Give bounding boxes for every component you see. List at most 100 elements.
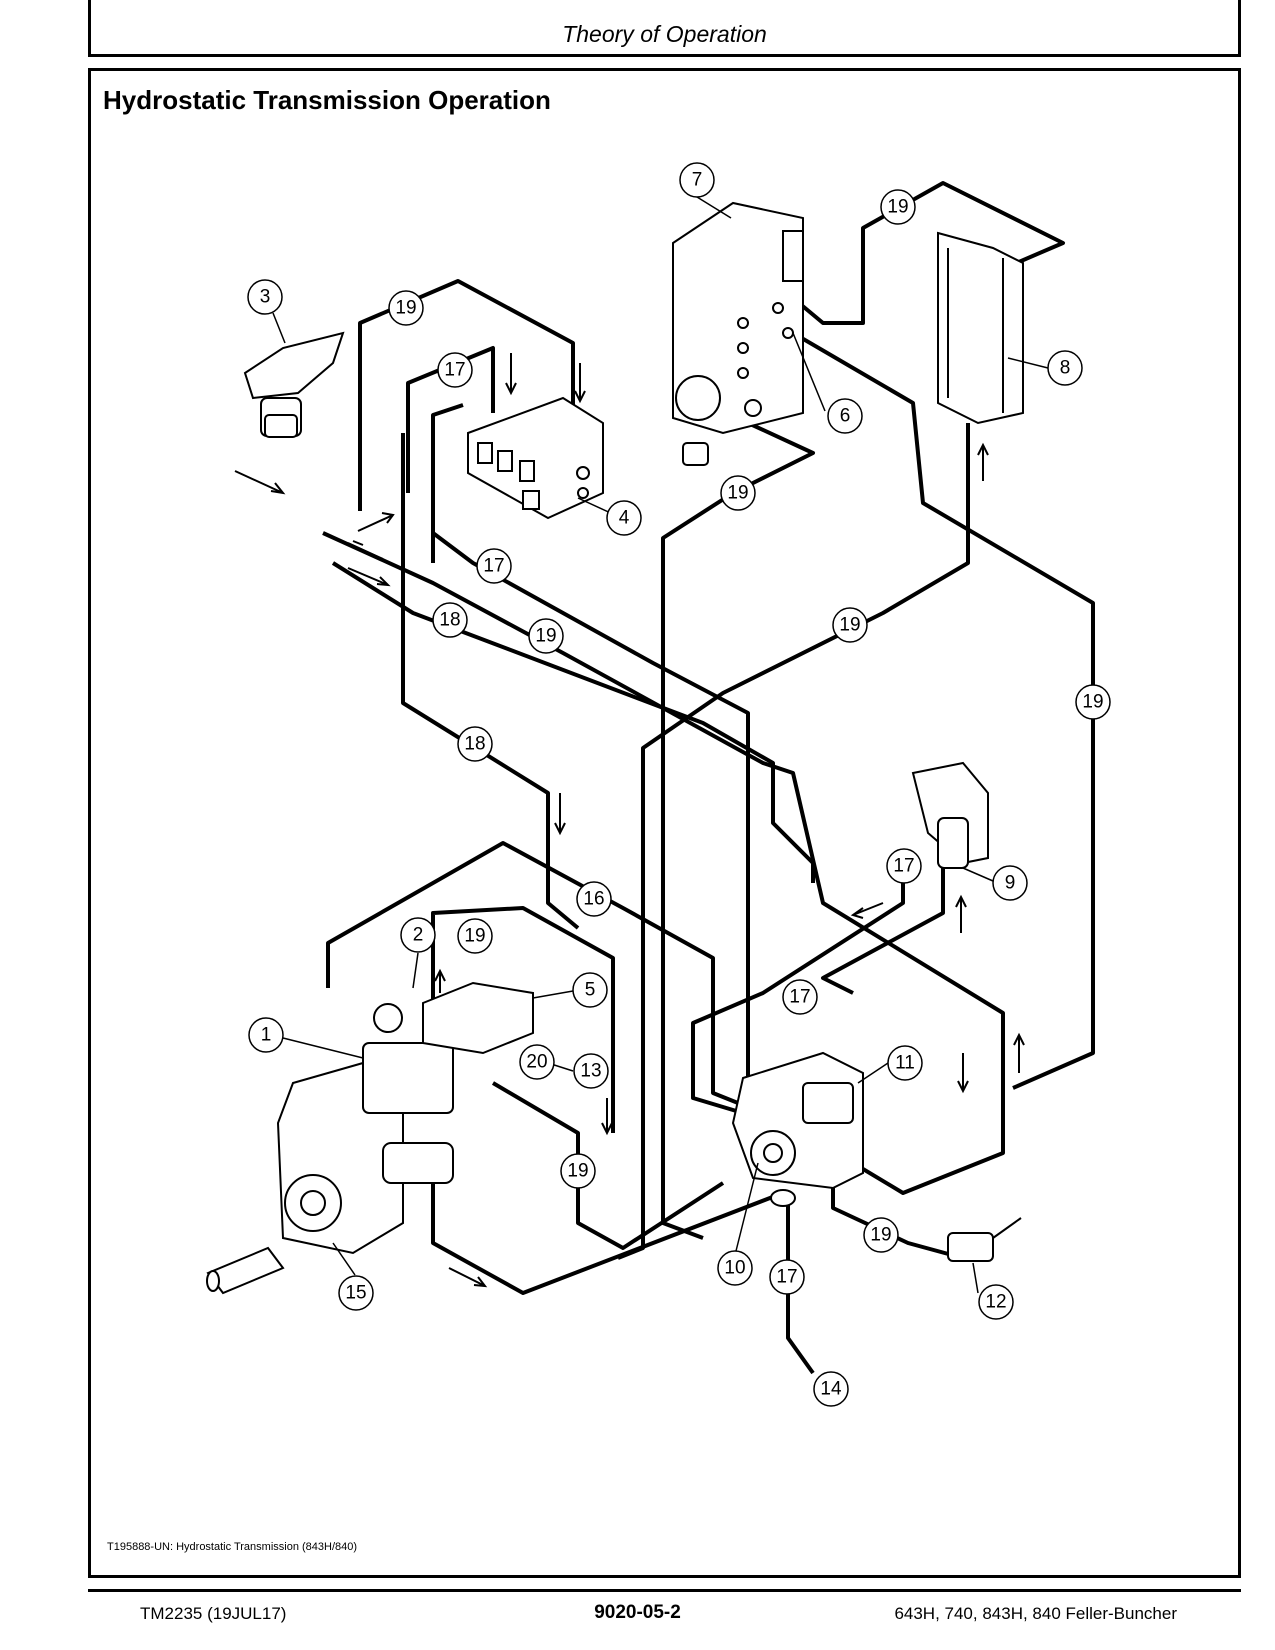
charge-filter-9 — [911, 761, 989, 869]
svg-text:18: 18 — [464, 734, 485, 755]
callout-17: 17 — [782, 979, 818, 1015]
callout-16: 16 — [576, 881, 612, 917]
callout-19: 19 — [880, 189, 916, 225]
callout-20: 20 — [519, 1044, 555, 1080]
svg-text:13: 13 — [580, 1061, 601, 1082]
svg-text:15: 15 — [345, 1283, 366, 1304]
line-17-filter — [691, 883, 905, 1115]
line-19-13 — [491, 1081, 725, 1250]
svg-text:11: 11 — [895, 1053, 915, 1074]
hydrostatic-pump-11 — [731, 1051, 864, 1207]
callout-17: 17 — [886, 848, 922, 884]
svg-text:20: 20 — [526, 1052, 547, 1073]
svg-text:19: 19 — [395, 298, 416, 319]
callout-13: 13 — [573, 1053, 609, 1089]
svg-text:17: 17 — [444, 360, 465, 381]
callout-19: 19 — [863, 1217, 899, 1253]
figure-frame: Hydrostatic Transmission Operation — [88, 68, 1241, 1578]
callout-19: 19 — [457, 918, 493, 954]
svg-text:6: 6 — [840, 406, 851, 427]
line-19-pedal — [358, 279, 575, 511]
callout-14: 14 — [813, 1371, 849, 1407]
callout-6: 6 — [827, 398, 863, 434]
travel-pedal-3 — [243, 331, 345, 438]
callout-19: 19 — [528, 618, 564, 654]
components — [206, 201, 1024, 1295]
callout-15: 15 — [338, 1275, 374, 1311]
callout-3: 3 — [247, 279, 283, 315]
svg-text:4: 4 — [619, 508, 630, 529]
callout-2: 2 — [400, 917, 436, 953]
callout-12: 12 — [978, 1284, 1014, 1320]
svg-text:19: 19 — [870, 1225, 891, 1246]
section-title: Theory of Operation — [562, 21, 767, 47]
line-17-valve — [431, 403, 464, 563]
svg-text:14: 14 — [820, 1379, 842, 1400]
callout-18: 18 — [432, 602, 468, 638]
footer-models: 643H, 740, 843H, 840 Feller-Buncher — [894, 1604, 1177, 1623]
callout-19: 19 — [1075, 684, 1111, 720]
solenoid-12 — [947, 1217, 1022, 1262]
svg-text:19: 19 — [567, 1161, 588, 1182]
callout-4: 4 — [606, 500, 642, 536]
line-19-cooler — [791, 331, 1095, 1090]
callout-19: 19 — [560, 1153, 596, 1189]
callout-8: 8 — [1047, 350, 1083, 386]
callout-17: 17 — [476, 548, 512, 584]
line-19-12 — [831, 1173, 964, 1260]
svg-text:10: 10 — [724, 1258, 745, 1279]
callout-17: 17 — [437, 352, 473, 388]
svg-text:19: 19 — [727, 483, 748, 504]
line-19-tank — [661, 421, 815, 1240]
svg-text:2: 2 — [413, 925, 424, 946]
svg-text:5: 5 — [585, 980, 596, 1001]
svg-text:19: 19 — [887, 197, 908, 218]
hydraulic-schematic: 1 2 3 4 5 6 7 8 9 10 11 12 13 14 15 16 1… — [206, 162, 1111, 1407]
footer-rule — [88, 1589, 1241, 1592]
svg-text:19: 19 — [464, 926, 485, 947]
control-valve-4 — [467, 396, 604, 520]
svg-text:1: 1 — [261, 1025, 272, 1046]
svg-text:19: 19 — [535, 626, 556, 647]
svg-text:17: 17 — [893, 856, 914, 877]
callout-11: 11 — [887, 1045, 923, 1081]
callout-19: 19 — [388, 290, 424, 326]
svg-text:19: 19 — [839, 615, 860, 636]
page-heading: Hydrostatic Transmission Operation — [103, 85, 551, 115]
line-19-bottom — [431, 1173, 784, 1295]
svg-text:3: 3 — [260, 287, 271, 308]
callout-9: 9 — [992, 865, 1028, 901]
callout-7: 7 — [679, 162, 715, 198]
svg-text:9: 9 — [1005, 873, 1016, 894]
svg-text:19: 19 — [1082, 692, 1103, 713]
hydraulic-lines — [322, 181, 1095, 1375]
line-16 — [326, 841, 764, 1115]
callout-1: 1 — [248, 1017, 284, 1053]
line-18-ext — [546, 853, 580, 930]
svg-text:17: 17 — [483, 556, 504, 577]
callouts: 1 2 3 4 5 6 7 8 9 10 11 12 13 14 15 16 1… — [247, 162, 1111, 1407]
svg-text:17: 17 — [789, 987, 810, 1008]
flow-arrows — [234, 353, 1025, 1288]
svg-text:17: 17 — [776, 1267, 797, 1288]
svg-text:12: 12 — [985, 1292, 1006, 1313]
callout-18: 18 — [457, 726, 493, 762]
line-19-cooler-return — [761, 181, 1065, 325]
line-19-pump — [431, 906, 615, 1133]
figure-caption: T195888-UN: Hydrostatic Transmission (84… — [107, 1541, 358, 1553]
callout-19: 19 — [720, 475, 756, 511]
callout-10: 10 — [717, 1250, 753, 1286]
svg-text:8: 8 — [1060, 358, 1071, 379]
hydraulic-pump-1 — [362, 1003, 454, 1114]
svg-text:16: 16 — [583, 889, 604, 910]
svg-text:7: 7 — [692, 170, 703, 191]
line-19-mid — [322, 531, 1005, 1195]
callout-19: 19 — [832, 607, 868, 643]
oil-cooler-8 — [937, 231, 1024, 425]
callout-5: 5 — [572, 972, 608, 1008]
callout-17: 17 — [769, 1259, 805, 1295]
line-17-long — [431, 531, 750, 1103]
relief-valve-5 — [422, 981, 534, 1055]
footer-manual-id: TM2235 (19JUL17) — [140, 1604, 287, 1623]
hydraulic-tank-7 — [672, 201, 804, 466]
